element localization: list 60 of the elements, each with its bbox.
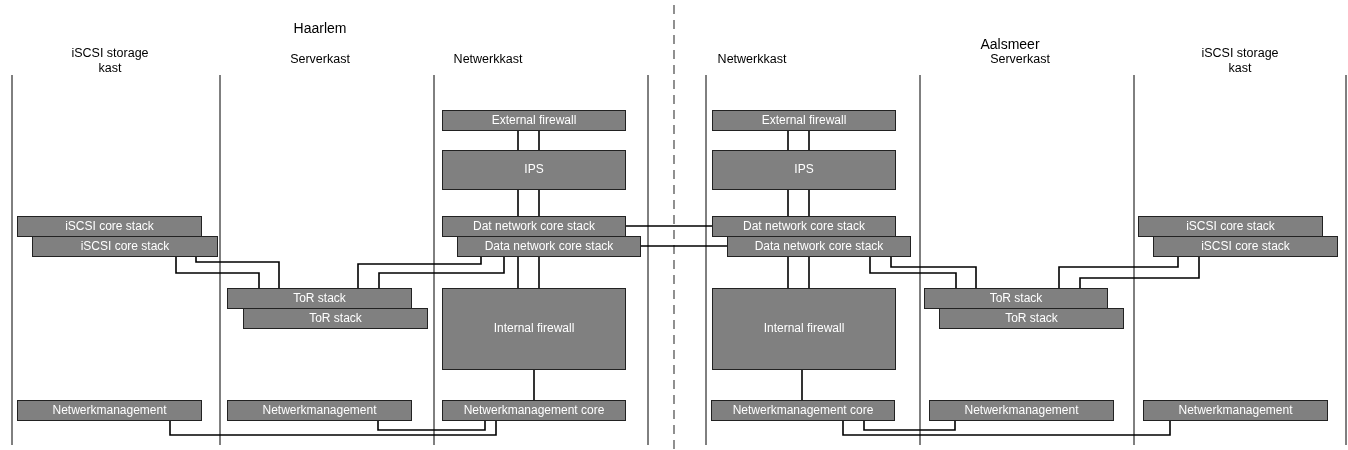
cabinet-heading: Netwerkkast [452, 52, 524, 67]
device-box: Netwerkmanagement [1143, 400, 1328, 421]
device-box: IPS [712, 150, 896, 190]
device-box: ToR stack [243, 308, 428, 329]
device-box: ToR stack [227, 288, 412, 309]
connection-line [195, 256, 280, 289]
connection-line [1079, 256, 1200, 289]
device-box: Internal firewall [712, 288, 896, 370]
connection-line [357, 256, 482, 289]
connection-line [538, 189, 540, 217]
connection-line [787, 256, 789, 289]
connection-line [801, 369, 803, 401]
connection-line [517, 256, 519, 289]
connection-line [787, 189, 789, 217]
device-box: Netwerkmanagement core [711, 400, 895, 421]
device-box: Dat network core stack [712, 216, 896, 237]
cabinet-heading: iSCSI storage kast [1200, 46, 1280, 76]
connection-line [640, 245, 728, 247]
connection-line [808, 189, 810, 217]
connection-line [863, 420, 956, 431]
cabinet-heading: Serverkast [989, 52, 1051, 67]
connection-line [533, 369, 535, 401]
device-box: Dat network core stack [442, 216, 626, 237]
site-title: Haarlem [292, 20, 348, 37]
connection-line [625, 225, 713, 227]
connection-line [175, 256, 260, 289]
connection-line [808, 130, 810, 151]
device-box: Netwerkmanagement core [442, 400, 626, 421]
device-box: Netwerkmanagement [17, 400, 202, 421]
device-box: IPS [442, 150, 626, 190]
connection-line [808, 256, 810, 289]
connection-line [538, 130, 540, 151]
device-box: iSCSI core stack [1138, 216, 1323, 237]
device-box: ToR stack [924, 288, 1108, 309]
connection-line [1058, 256, 1179, 289]
cabinet-heading: Serverkast [289, 52, 351, 67]
device-box: Internal firewall [442, 288, 626, 370]
connection-line [787, 130, 789, 151]
connection-line [869, 256, 957, 289]
device-box: Netwerkmanagement [227, 400, 412, 421]
connection-line [538, 256, 540, 289]
device-box: ToR stack [939, 308, 1124, 329]
cabinet-heading: iSCSI storage kast [70, 46, 150, 76]
connection-line [169, 420, 497, 436]
connection-line [378, 256, 505, 289]
connection-line [377, 420, 486, 431]
device-box: Data network core stack [457, 236, 641, 257]
device-box: Data network core stack [727, 236, 911, 257]
device-box: External firewall [442, 110, 626, 131]
connection-line [517, 189, 519, 217]
device-box: iSCSI core stack [1153, 236, 1338, 257]
site-title: Aalsmeer [979, 36, 1041, 53]
device-box: External firewall [712, 110, 896, 131]
device-box: Netwerkmanagement [929, 400, 1114, 421]
connection-line [890, 256, 977, 289]
cabinet-heading: Netwerkkast [716, 52, 788, 67]
connection-line [842, 420, 1171, 436]
connection-line [517, 130, 519, 151]
device-box: iSCSI core stack [17, 216, 202, 237]
device-box: iSCSI core stack [32, 236, 218, 257]
